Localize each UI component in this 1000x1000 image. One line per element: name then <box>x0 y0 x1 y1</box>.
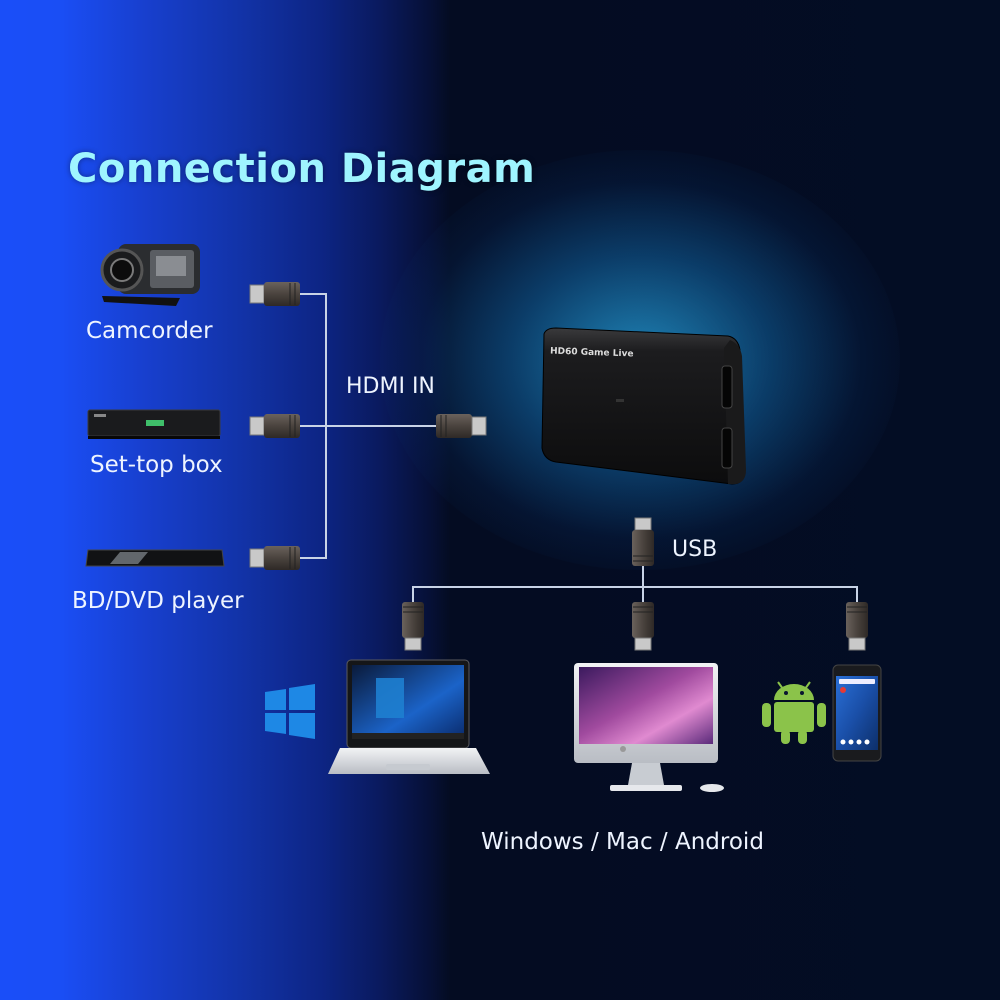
usb-plug-phone <box>846 602 868 651</box>
usb-plug-laptop <box>402 602 424 651</box>
usb-label: USB <box>672 537 718 562</box>
page-title: Connection Diagram <box>68 146 536 192</box>
hdmi-plug-set-top-box <box>249 414 300 438</box>
hdmi-plug-device <box>436 414 487 438</box>
android-phone-icon <box>832 664 882 762</box>
source-label-camcorder: Camcorder <box>86 318 213 344</box>
source-label-set-top-box: Set-top box <box>90 452 223 478</box>
hdmi-in-label: HDMI IN <box>346 374 435 399</box>
usb-plug-device <box>632 517 654 566</box>
set-top-box-icon <box>87 409 221 439</box>
usb-cable-lines <box>412 566 858 602</box>
hdmi-plug-camcorder <box>249 282 300 306</box>
windows-laptop-icon <box>328 659 490 774</box>
hdmi-plug-dvd-player <box>249 546 300 570</box>
source-label-dvd-player: BD/DVD player <box>72 588 244 614</box>
usb-plug-mac <box>632 602 654 651</box>
dvd-player-icon <box>85 549 225 567</box>
platforms-label: Windows / Mac / Android <box>481 829 764 855</box>
camcorder-icon <box>100 244 200 306</box>
android-logo-icon <box>762 681 826 744</box>
imac-icon <box>574 663 724 792</box>
windows-logo-icon <box>265 684 315 739</box>
capture-card-icon <box>541 327 746 485</box>
hdmi-cable-lines <box>300 293 436 559</box>
